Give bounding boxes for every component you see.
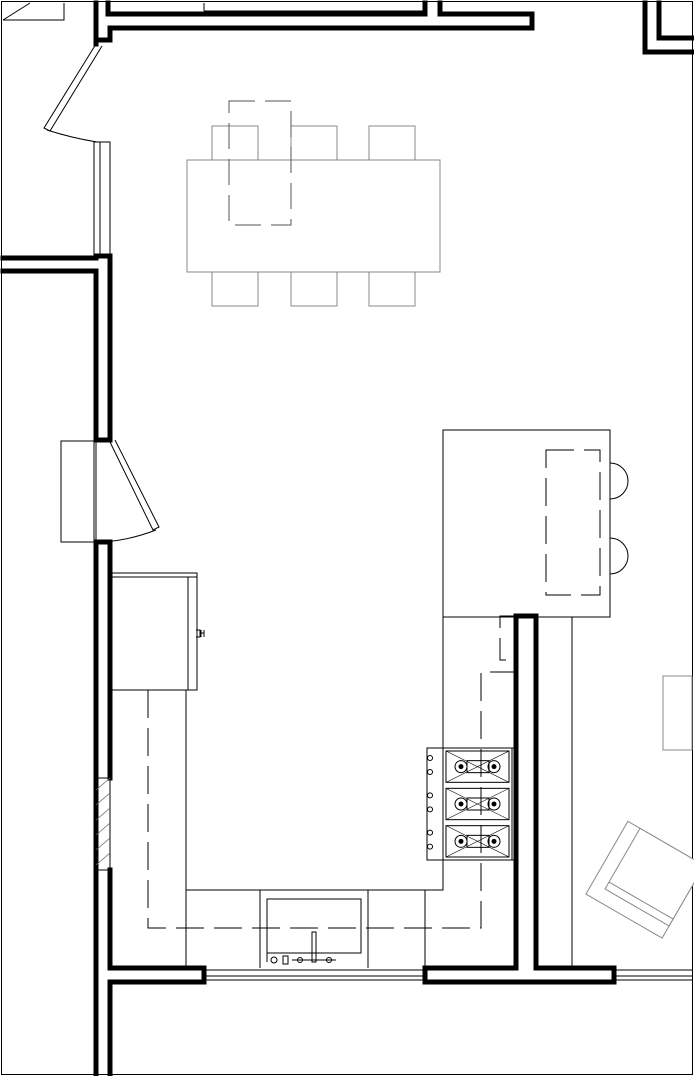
burner-center [458, 801, 464, 807]
range [426, 747, 516, 861]
dining-set [186, 100, 441, 307]
bottom-wall [422, 613, 617, 985]
range-knob-icon [427, 792, 433, 799]
kitchen-island [442, 429, 629, 618]
burner-icon [454, 760, 468, 774]
top-window [203, 3, 425, 12]
soap-dispenser-icon [270, 956, 278, 964]
burner-center [491, 764, 497, 770]
burner-icon [487, 797, 501, 811]
burner-center [458, 838, 464, 844]
dining-chair [368, 125, 416, 161]
armchair [585, 820, 694, 939]
range-knob-icon [427, 769, 433, 775]
side-table [662, 675, 693, 751]
sink [266, 898, 362, 965]
range-knob-icon [427, 755, 433, 761]
refrigerator [111, 572, 205, 691]
range-grate [445, 750, 510, 783]
dining-chair [290, 271, 338, 307]
range-knob-icon [427, 806, 433, 813]
island-counter [442, 429, 611, 618]
left-counter [110, 617, 444, 891]
dining-chair [368, 271, 416, 307]
range-knob-icon [427, 843, 433, 850]
bottom-window-right [614, 969, 692, 981]
bar-stool [609, 462, 629, 500]
island-pendant-outline [545, 449, 601, 596]
burner-icon [454, 797, 468, 811]
living-furniture [585, 675, 694, 939]
upper-cabinets-outline [147, 671, 516, 929]
range-grate [445, 787, 510, 821]
sink-basin [266, 898, 362, 954]
upper-cabinet-return [499, 615, 516, 661]
counter-seam [185, 890, 426, 968]
grate-line [445, 825, 510, 858]
burner-center [491, 801, 497, 807]
left-mid-wall [0, 253, 113, 443]
burner-icon [487, 760, 501, 774]
range-body [426, 747, 516, 861]
grate-line [445, 788, 510, 820]
grate-line [445, 750, 510, 783]
burner-center [491, 838, 497, 844]
hatched-wall-segment [95, 777, 111, 871]
sink-knob [282, 955, 289, 965]
dining-chair [290, 125, 338, 161]
pendant-light-outline [228, 100, 292, 226]
bar-stool [609, 537, 629, 575]
fridge-handle [196, 629, 205, 638]
range-frame [442, 747, 513, 861]
top-right-wall [642, 0, 694, 55]
upper-left-door [43, 43, 111, 255]
windows [2, 2, 692, 981]
top-left-corner-detail [2, 2, 65, 21]
burner-center [458, 764, 464, 770]
dining-chair [211, 125, 259, 161]
dining-table [186, 159, 441, 273]
faucet-icon [311, 931, 317, 963]
range-grate [445, 825, 510, 858]
range-knob-icon [427, 829, 433, 836]
top-wall [93, 0, 535, 43]
lower-left-door [60, 439, 160, 543]
burner-icon [487, 834, 501, 848]
bottom-window-left [204, 969, 425, 981]
dining-chair [211, 271, 259, 307]
burner-icon [454, 834, 468, 848]
